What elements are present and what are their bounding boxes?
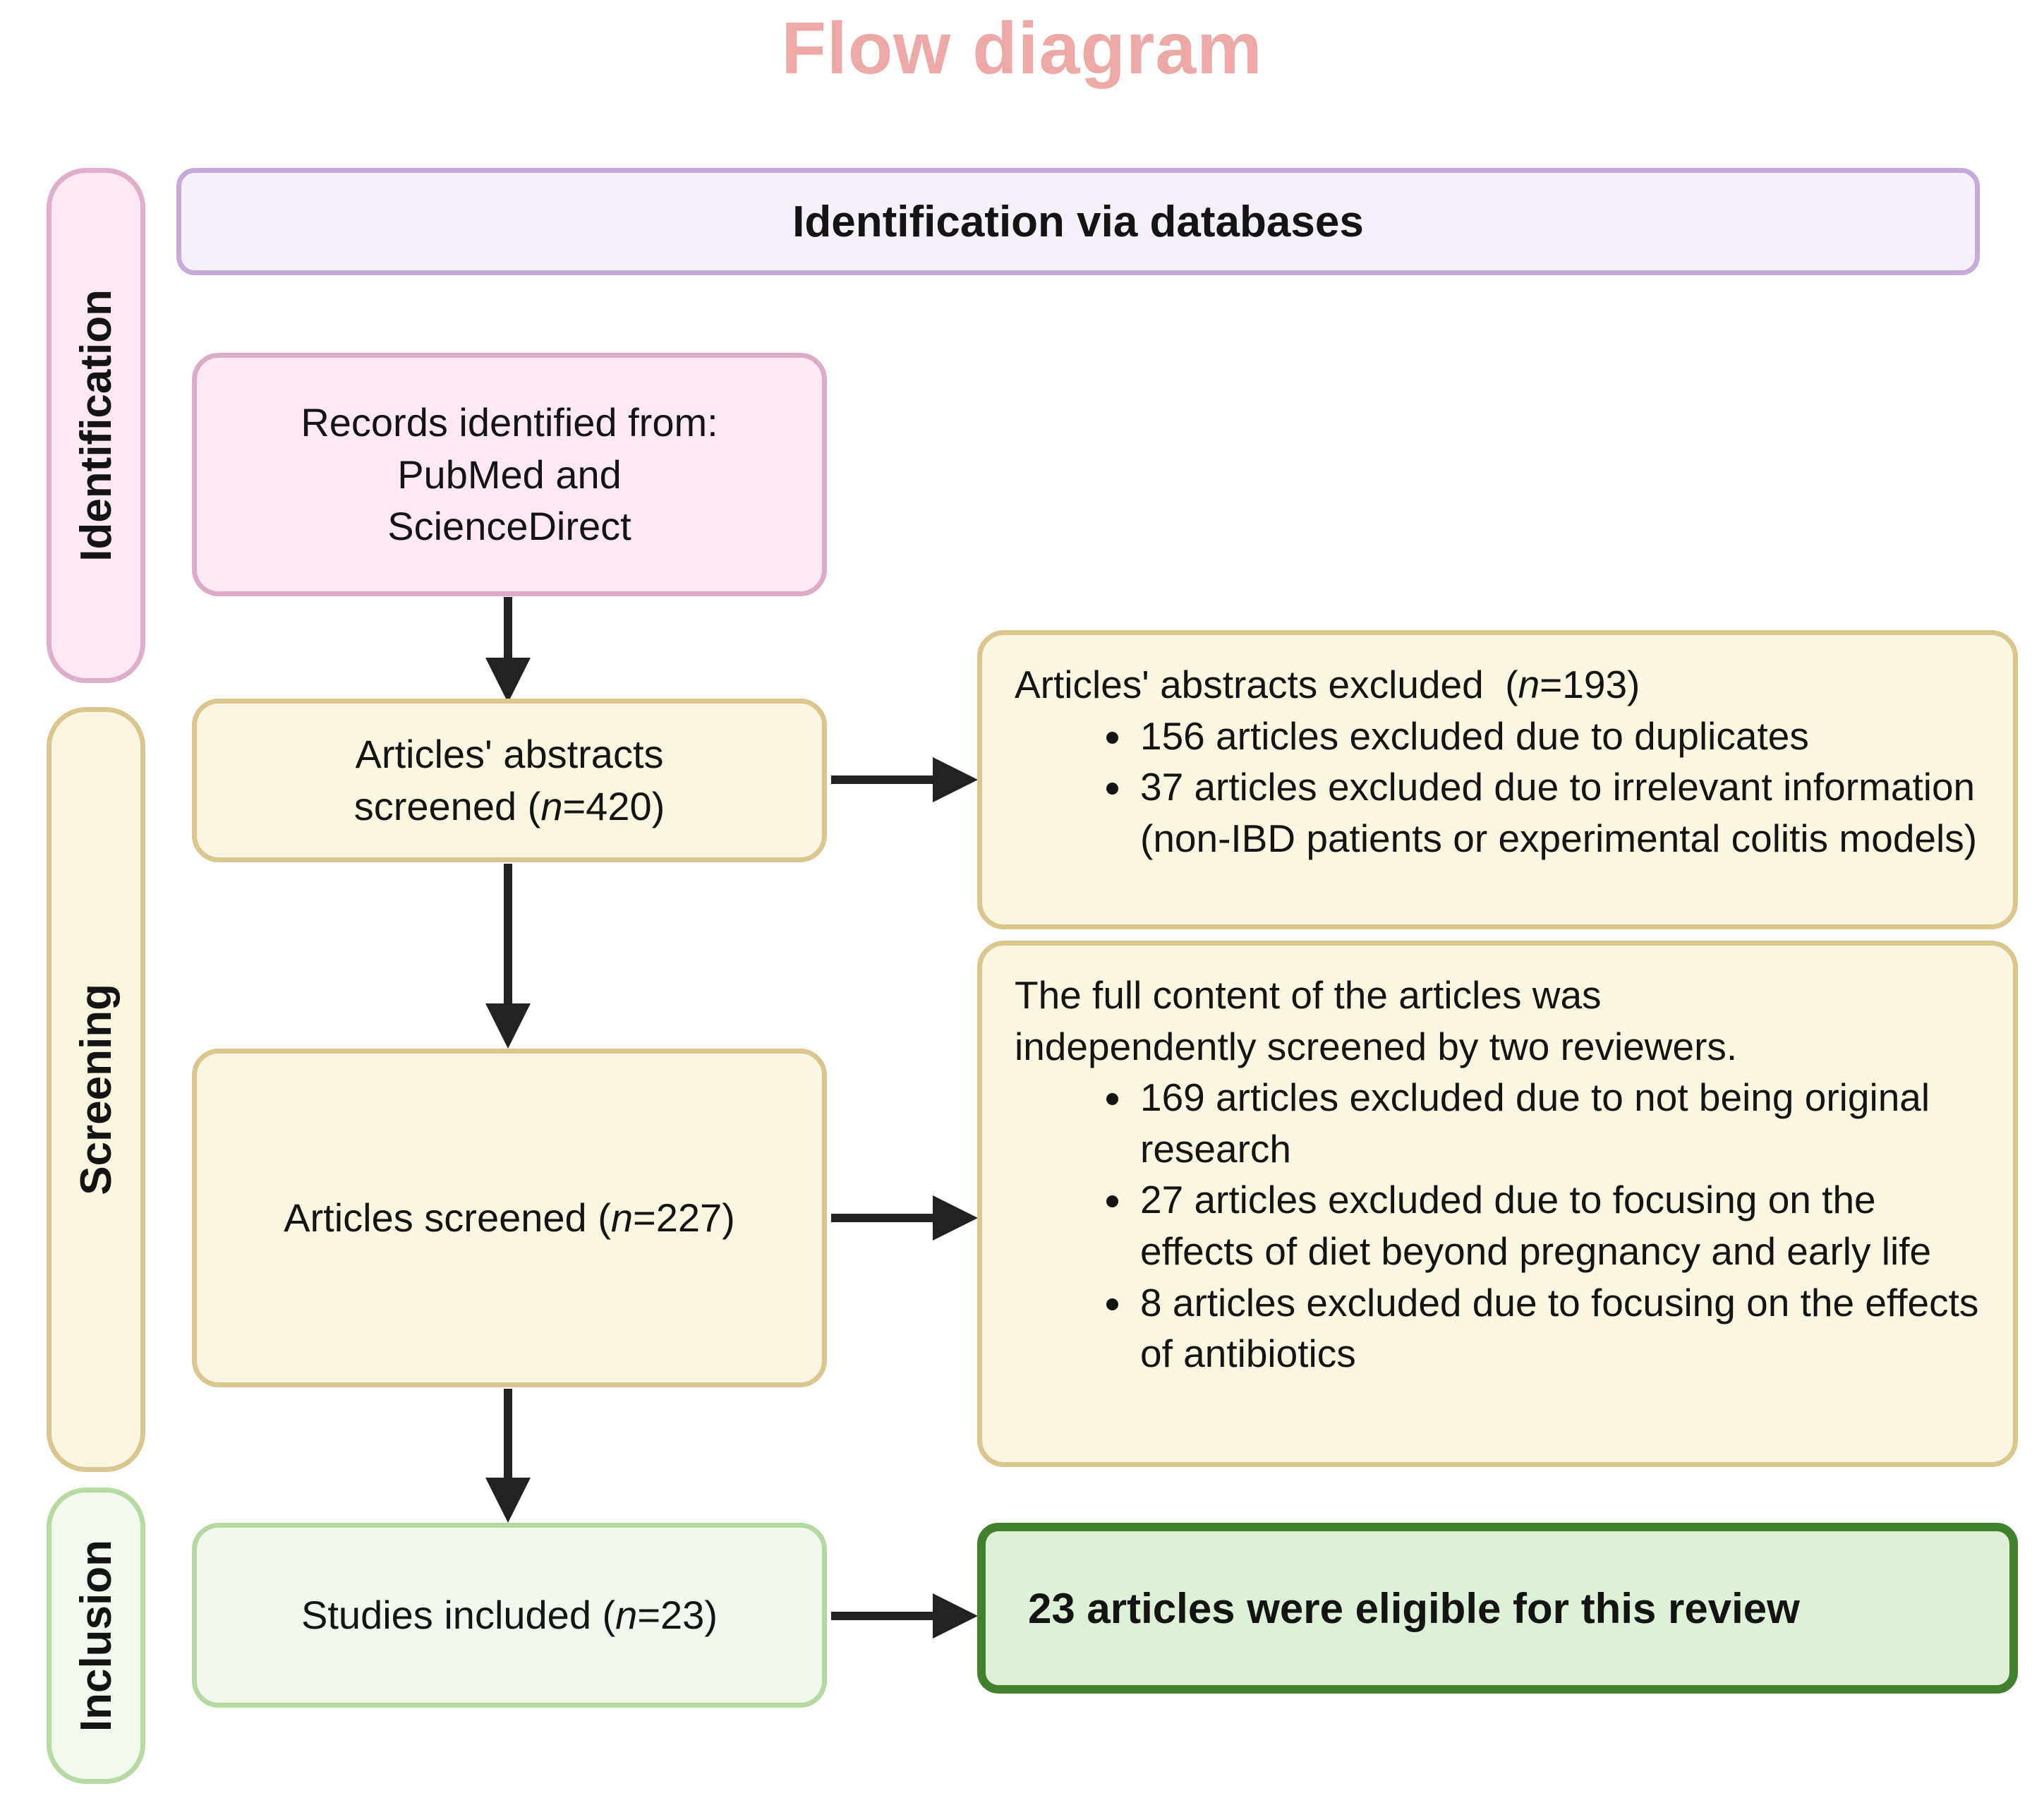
bullet-item: 37 articles excluded due to irrelevant i… [1135,761,1980,864]
abstracts-screened-box: Articles' abstracts screened (n=420) [192,699,827,862]
articles-screened-line: Articles screened (n=227) [284,1195,735,1241]
fulltext-header-line-1: The full content of the articles was [1015,973,1602,1017]
eligible-articles-box: 23 articles were eligible for this revie… [977,1523,2018,1694]
fulltext-excluded-bullet-list: 169 articles excluded due to not being o… [1015,1072,1980,1380]
arrow-records-to-abstracts [504,597,512,659]
abstracts-excluded-header: Articles' abstracts excluded (n=193) [1015,663,1640,706]
arrow-abstracts-to-excluded [831,776,934,784]
studies-included-line: Studies included (n=23) [301,1593,718,1638]
n-variable: n [1518,663,1540,706]
stage-screening-label: Screening [71,984,121,1195]
records-line-1: Records identified from: [301,399,718,445]
records-line-2: PubMed and [397,452,622,497]
arrow-included-to-eligible [831,1612,934,1620]
n-variable: n [610,1195,634,1241]
identification-banner: Identification via databases [176,168,1980,275]
stage-identification-label: Identification [71,289,121,562]
bullet-item: 156 articles excluded due to duplicates [1135,711,1980,762]
arrow-abstracts-to-screened [504,864,512,1005]
n-variable: n [615,1593,638,1638]
page-title: Flow diagram [781,8,1263,90]
abstracts-excluded-bullet-list: 156 articles excluded due to duplicates … [1015,711,1980,864]
stage-screening: Screening [47,707,145,1472]
arrow-screened-to-fulltext [831,1214,934,1222]
identification-banner-label: Identification via databases [792,197,1364,246]
bullet-item: 8 articles excluded due to focusing on t… [1135,1277,1980,1380]
studies-included-box: Studies included (n=23) [192,1523,827,1708]
bullet-item: 169 articles excluded due to not being o… [1135,1072,1980,1174]
n-variable: n [540,784,563,828]
stage-inclusion: Inclusion [47,1488,145,1784]
articles-screened-box: Articles screened (n=227) [192,1049,827,1387]
fulltext-header-line-2: independently screened by two reviewers. [1015,1024,1738,1068]
fulltext-screening-box: The full content of the articles was ind… [977,941,2018,1467]
stage-identification: Identification [47,168,145,683]
records-line-3: ScienceDirect [387,504,631,549]
eligible-articles-text: 23 articles were eligible for this revie… [1028,1584,1800,1632]
stage-inclusion-label: Inclusion [71,1539,121,1732]
abstracts-screened-line-2: screened (n=420) [353,784,665,828]
abstracts-excluded-box: Articles' abstracts excluded (n=193) 156… [977,630,2018,929]
records-identified-box: Records identified from: PubMed and Scie… [192,353,827,596]
arrow-screened-to-included [504,1389,512,1479]
abstracts-screened-line-1: Articles' abstracts [355,732,664,777]
bullet-item: 27 articles excluded due to focusing on … [1135,1174,1980,1277]
